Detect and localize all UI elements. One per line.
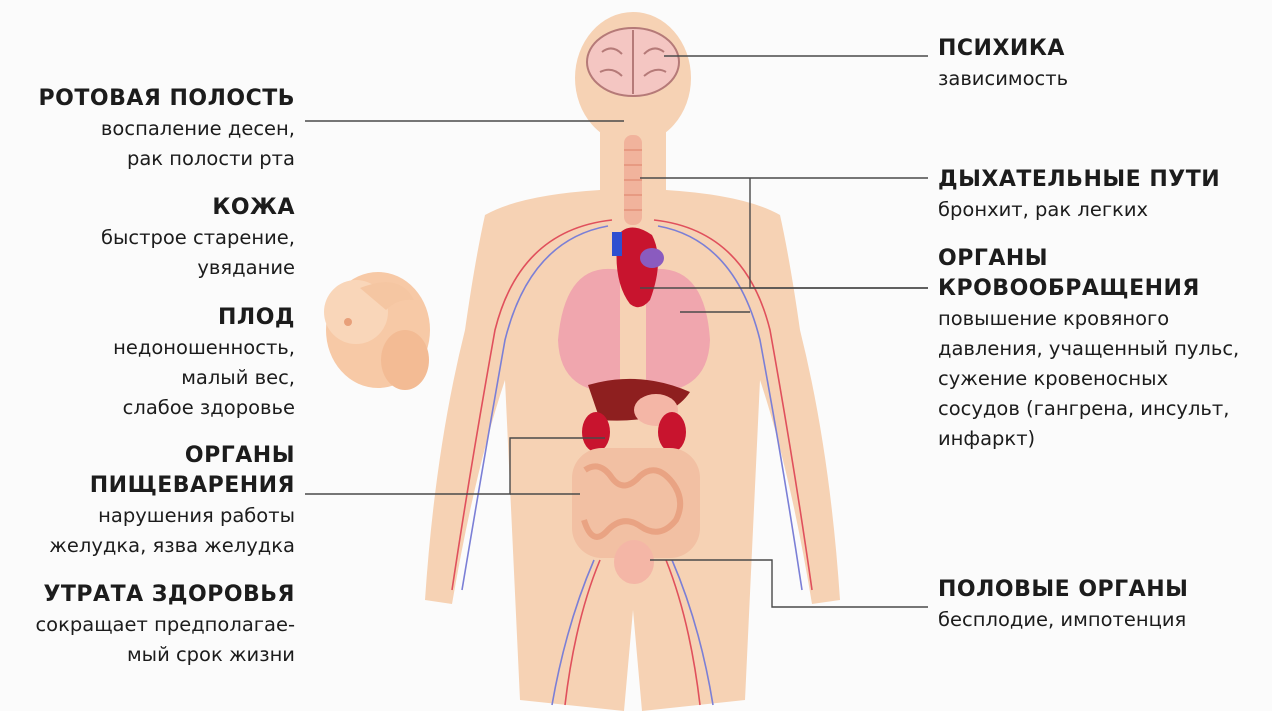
label-title: КРОВООБРАЩЕНИЯ: [938, 274, 1239, 304]
label-title: ОРГАНЫ: [49, 441, 295, 471]
label-title: ПИЩЕВАРЕНИЯ: [49, 471, 295, 501]
label-desc: воспаление десен,: [39, 114, 295, 144]
label-desc: желудка, язва желудка: [49, 531, 295, 561]
brain-organ: [587, 28, 679, 96]
label-desc: бронхит, рак легких: [938, 195, 1220, 225]
label-desc: недоношенность,: [113, 333, 295, 363]
label-respiratory-tract: ДЫХАТЕЛЬНЫЕ ПУТИ бронхит, рак легких: [938, 165, 1220, 225]
label-title: ПЛОД: [113, 303, 295, 333]
body-silhouette: [425, 12, 840, 711]
label-title: ОРГАНЫ: [938, 244, 1239, 274]
label-health-loss: УТРАТА ЗДОРОВЬЯ сокращает предполагае- м…: [35, 580, 295, 670]
label-desc: сокращает предполагае-: [35, 610, 295, 640]
label-desc: повышение кровяного: [938, 304, 1239, 334]
label-digestive-organs: ОРГАНЫ ПИЩЕВАРЕНИЯ нарушения работы желу…: [49, 441, 295, 561]
label-desc: инфаркт): [938, 424, 1239, 454]
label-desc: сосудов (гангрена, инсульт,: [938, 394, 1239, 424]
label-desc: рак полости рта: [39, 144, 295, 174]
label-title: ДЫХАТЕЛЬНЫЕ ПУТИ: [938, 165, 1220, 195]
label-title: РОТОВАЯ ПОЛОСТЬ: [39, 84, 295, 114]
label-desc: малый вес,: [113, 363, 295, 393]
label-title: КОЖА: [101, 193, 295, 223]
label-desc: сужение кровеносных: [938, 364, 1239, 394]
bladder-organ: [614, 540, 654, 584]
label-desc: мый срок жизни: [35, 640, 295, 670]
fetus-illustration: [324, 272, 430, 390]
label-psyche: ПСИХИКА зависимость: [938, 34, 1068, 94]
label-desc: давления, учащенный пульс,: [938, 334, 1239, 364]
label-desc: слабое здоровье: [113, 393, 295, 423]
label-title: УТРАТА ЗДОРОВЬЯ: [35, 580, 295, 610]
label-skin: КОЖА быстрое старение, увядание: [101, 193, 295, 283]
label-desc: нарушения работы: [49, 501, 295, 531]
label-reproductive-organs: ПОЛОВЫЕ ОРГАНЫ бесплодие, импотенция: [938, 575, 1188, 635]
label-desc: увядание: [101, 253, 295, 283]
label-desc: бесплодие, импотенция: [938, 605, 1188, 635]
label-fetus: ПЛОД недоношенность, малый вес, слабое з…: [113, 303, 295, 423]
label-desc: зависимость: [938, 64, 1068, 94]
label-oral-cavity: РОТОВАЯ ПОЛОСТЬ воспаление десен, рак по…: [39, 84, 295, 174]
label-title: ПОЛОВЫЕ ОРГАНЫ: [938, 575, 1188, 605]
trachea-organ: [624, 135, 642, 225]
label-circulatory-organs: ОРГАНЫ КРОВООБРАЩЕНИЯ повышение кровяног…: [938, 244, 1239, 454]
label-title: ПСИХИКА: [938, 34, 1068, 64]
label-desc: быстрое старение,: [101, 223, 295, 253]
